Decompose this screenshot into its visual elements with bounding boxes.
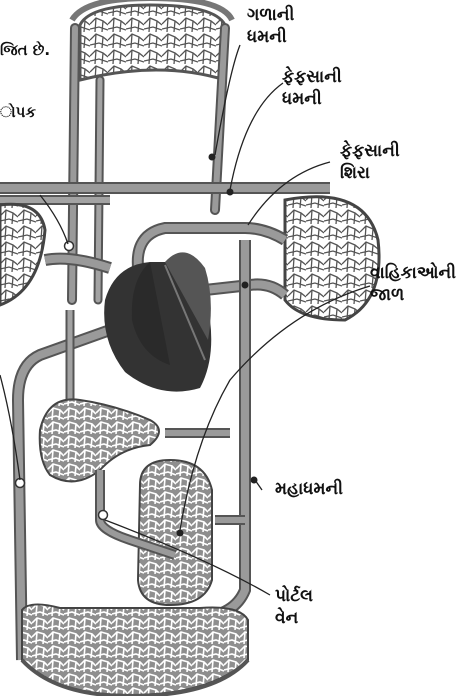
label-pulmonary-artery: ફેફસાની ધમની — [282, 66, 342, 110]
intestine-capillary-bed — [138, 460, 212, 605]
label-capillary-network: વાહિકાઓની જાળ — [370, 262, 456, 306]
left-lung — [0, 204, 45, 305]
label-aorta: મહાધમની — [275, 478, 343, 500]
cropped-caption-line2: ોપક — [0, 102, 36, 122]
arm-vessels — [0, 188, 330, 200]
right-lung — [285, 197, 379, 320]
label-pulmonary-vein: ફેફસાની શિરા — [340, 140, 400, 184]
label-portal-vein: પોર્ટલ વેન — [275, 585, 313, 629]
head-capillary-bed — [72, 0, 232, 80]
cropped-caption-line1: જિત છે. — [0, 40, 50, 60]
label-neck-artery: ગળાની ધમની — [247, 4, 294, 48]
liver — [40, 399, 159, 481]
heart — [104, 252, 211, 391]
lower-body-capillary-bed — [22, 604, 248, 696]
